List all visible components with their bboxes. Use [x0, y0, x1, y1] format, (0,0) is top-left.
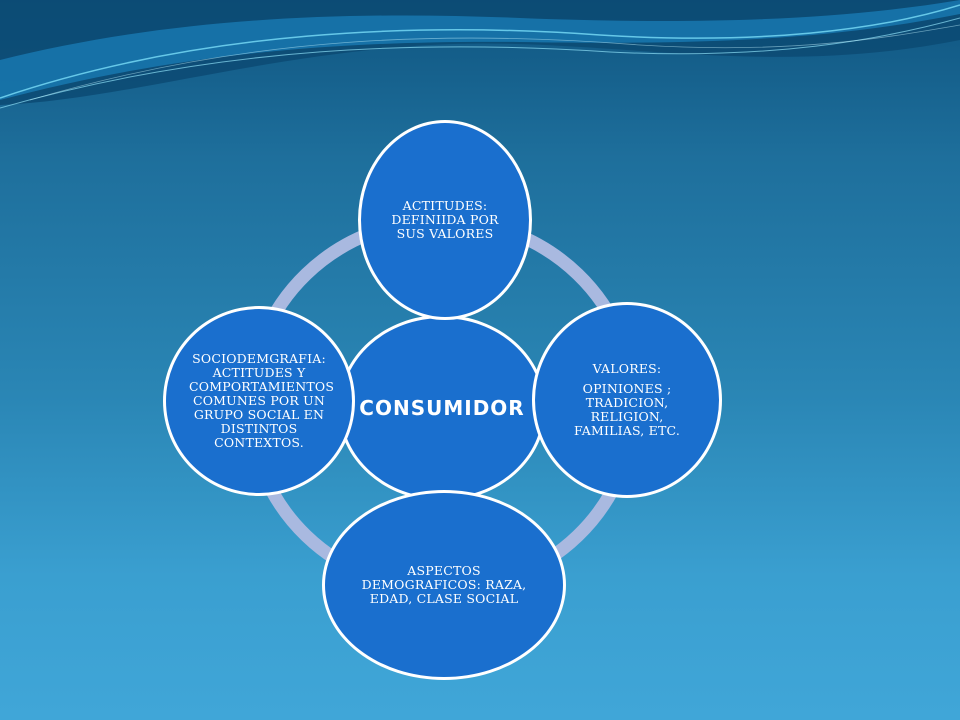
node-valores-title: VALORES:	[592, 361, 662, 376]
wave-line-3	[29, 24, 960, 101]
node-aspectos-demograficos: ASPECTOS DEMOGRAFICOS: RAZA, EDAD, CLASE…	[322, 490, 566, 680]
node-actitudes-line-1: ACTITUDES:	[402, 198, 488, 213]
node-actitudes-text: ACTITUDES: DEFINIIDA POR SUS VALORES	[386, 199, 504, 241]
node-actitudes-line-3: SUS VALORES	[396, 226, 494, 241]
wave-light	[0, 0, 960, 100]
center-node-consumidor: CONSUMIDOR	[338, 315, 546, 501]
center-node-label: CONSUMIDOR	[359, 396, 525, 420]
node-valores-text: VALORES: OPINIONES ; TRADICION, RELIGION…	[562, 362, 692, 438]
node-valores: VALORES: OPINIONES ; TRADICION, RELIGION…	[532, 302, 722, 498]
node-sociodemografia: SOCIODEMGRAFIA: ACTITUDES Y COMPORTAMIEN…	[163, 306, 355, 496]
node-valores-detail: OPINIONES ; TRADICION, RELIGION, FAMILIA…	[573, 381, 681, 438]
wave-line-1	[0, 4, 960, 99]
node-sociodemografia-text: SOCIODEMGRAFIA: ACTITUDES Y COMPORTAMIEN…	[189, 351, 335, 450]
node-aspectos-text: ASPECTOS DEMOGRAFICOS: RAZA, EDAD, CLASE…	[361, 563, 527, 606]
node-actitudes-line-2: DEFINIIDA POR	[391, 212, 499, 227]
node-actitudes: ACTITUDES: DEFINIIDA POR SUS VALORES	[358, 120, 532, 320]
